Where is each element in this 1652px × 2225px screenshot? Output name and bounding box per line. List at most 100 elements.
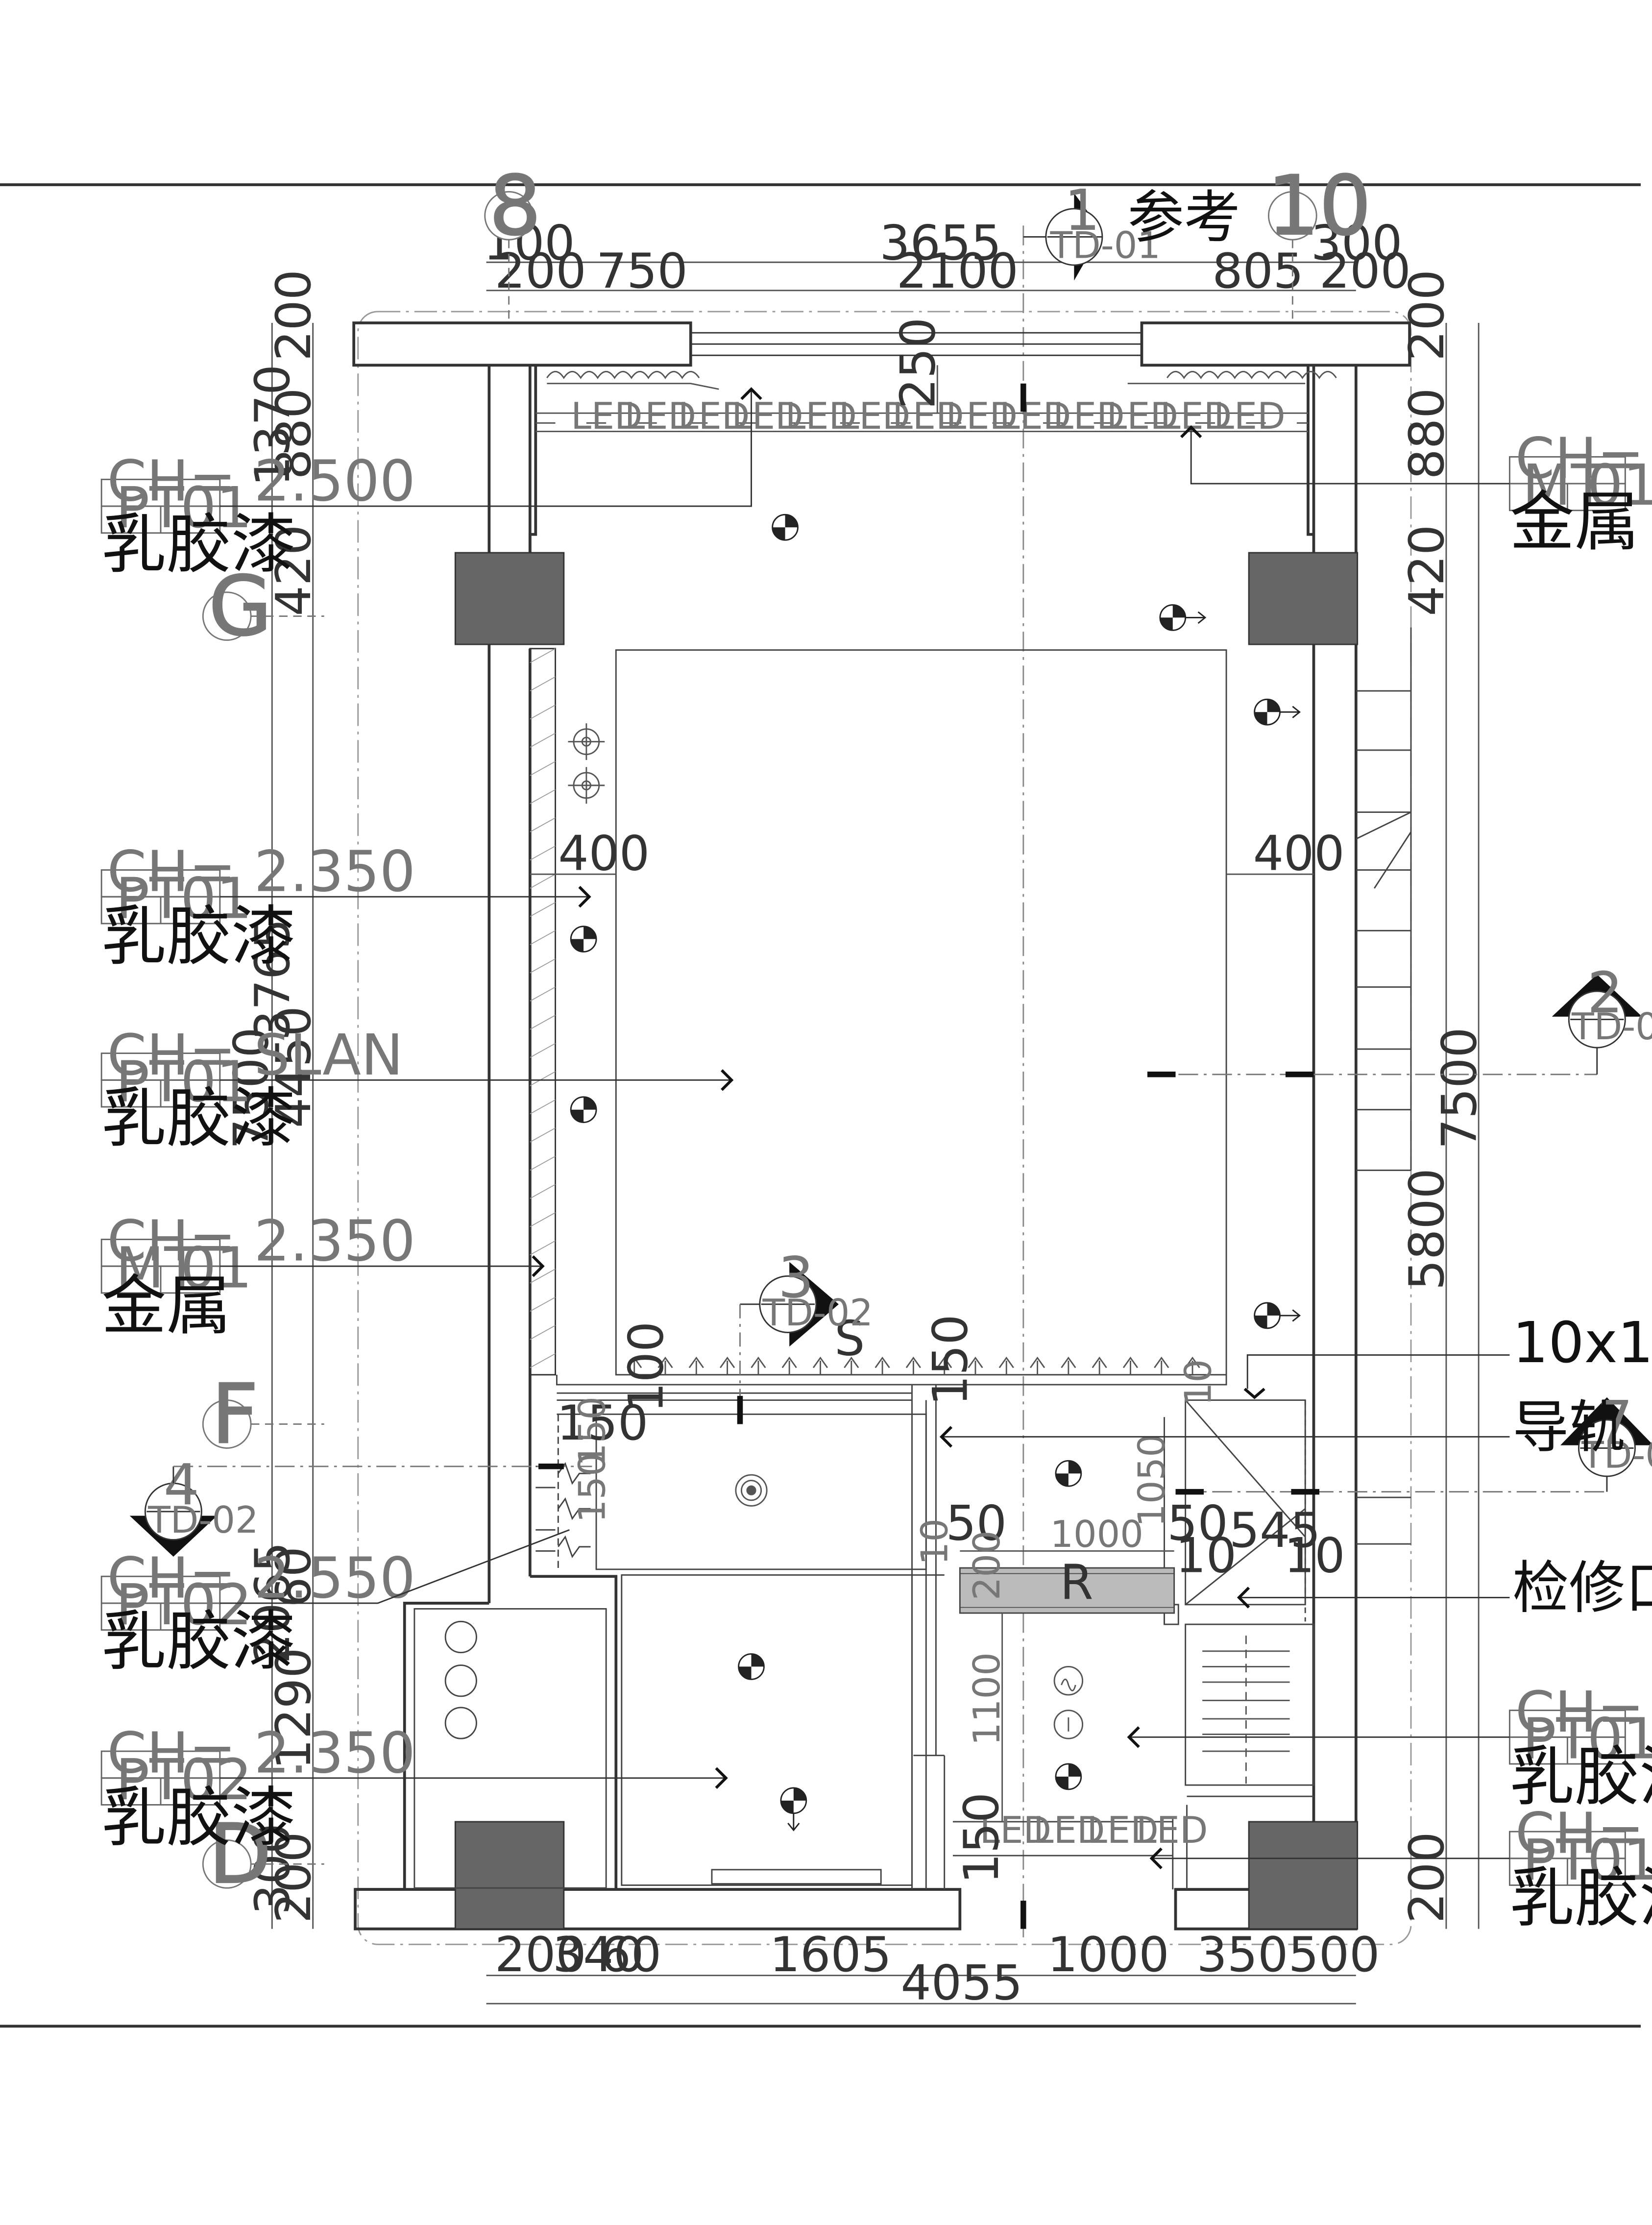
material-tag-right-2: CH= 2.350 PT 01 乳胶漆 — [1127, 1680, 1652, 1815]
dim-text: 200 — [1319, 244, 1411, 299]
column-bottom-right — [1248, 1821, 1359, 1930]
ceiling-recess — [556, 649, 1227, 1401]
svg-text:01: 01 — [180, 1049, 252, 1115]
top-wall-right — [1140, 321, 1411, 367]
led-label: LED — [1136, 1809, 1208, 1852]
svg-text:PT: PT — [116, 866, 184, 931]
right-grille — [1127, 370, 1337, 385]
dim-text: 545 — [1229, 1503, 1321, 1559]
led-label: LED — [1053, 395, 1125, 438]
dim-text: 150 — [954, 1792, 1010, 1884]
dim-text: 300 — [1311, 215, 1403, 271]
led-label: LED — [731, 395, 803, 438]
downlight-icon — [780, 1787, 807, 1832]
dim-text: 150 — [923, 1314, 979, 1406]
dim-text: 1100 — [966, 1652, 1008, 1745]
led-label: LED — [892, 395, 964, 438]
svg-text:4: 4 — [164, 1452, 199, 1518]
left-grille — [546, 370, 719, 390]
right-dimensions: 200 880 420 7500 5800 200 — [1399, 269, 1487, 1923]
section-mark-2: 2 TD-01 — [1147, 960, 1652, 1077]
smoke-detector-icon — [1053, 1710, 1084, 1739]
top-dimensions: 100 3655 300 200 750 2100 805 200 — [484, 215, 1411, 299]
right-notes: 10x10凹缝 导轨 检修口 — [939, 1310, 1652, 1621]
material-tag-left-3: CH= SLAN PT 01 乳胶漆 — [100, 1023, 734, 1156]
dim-text: 420 — [266, 525, 322, 616]
section-mark-1: 1 TD-01 参考 — [1020, 178, 1240, 1929]
r-grille-label: R — [1060, 1555, 1093, 1611]
section-mark-7: 7 TD-01 — [1175, 1389, 1652, 1495]
sheet-borders — [0, 183, 1641, 2028]
exhaust-fan-icon — [735, 1474, 768, 1507]
svg-text:乳胶漆: 乳胶漆 — [101, 1604, 296, 1680]
dim-text: 100 — [618, 1321, 674, 1413]
dimension-lines — [271, 261, 1480, 2005]
dim-text: 200 — [495, 1927, 586, 1983]
return-air-grille: R — [959, 1555, 1175, 1614]
reference-note: 参考 — [1128, 185, 1240, 250]
svg-text:CH= 2.350: CH= 2.350 — [107, 1209, 415, 1274]
svg-text:01: 01 — [1587, 1706, 1652, 1772]
dim-text: 2100 — [897, 244, 1019, 299]
svg-text:CH= 2.550: CH= 2.550 — [1515, 1801, 1652, 1866]
dim-text: 150 — [557, 1395, 648, 1451]
dim-text: 880 — [266, 388, 322, 480]
dim-text: 1000 — [1047, 1927, 1169, 1983]
material-tag-left-2: CH= 2.350 PT 01 乳胶漆 — [100, 839, 591, 975]
svg-text:MT: MT — [116, 1235, 199, 1301]
dim-text: 200 — [966, 1530, 1008, 1600]
svg-text:CH= SLAN: CH= SLAN — [107, 1023, 403, 1088]
dim-text: 10 — [1176, 1528, 1237, 1584]
led-label: LED — [946, 395, 1018, 438]
dim-text: 1000 — [1050, 1513, 1143, 1556]
svg-text:2: 2 — [1587, 960, 1623, 1026]
svg-text:3: 3 — [778, 1245, 814, 1311]
svg-text:CH= 2.350: CH= 2.350 — [107, 839, 415, 905]
led-label: LED — [625, 395, 697, 438]
grid-bubble-F: F — [202, 1366, 324, 1463]
dim-text: 4055 — [900, 1956, 1022, 2011]
dim-text: 500 — [1288, 1927, 1380, 1983]
column-bottom-left — [454, 1821, 565, 1930]
led-label: LED — [785, 395, 857, 438]
dim-text: 150 — [571, 1396, 613, 1467]
material-tag-left-4: CH= 2.350 MT 01 金属 — [100, 1209, 545, 1344]
right-stairs — [1356, 627, 1412, 1545]
dim-text: 7500 — [1432, 1027, 1487, 1149]
material-tag-right-3: CH= 2.550 PT 01 乳胶漆 — [1149, 1801, 1652, 1936]
svg-text:01: 01 — [1587, 1828, 1652, 1893]
diffuser-arrows — [627, 1356, 1200, 1375]
svg-text:乳胶漆: 乳胶漆 — [1509, 1860, 1652, 1936]
svg-text:金属: 金属 — [1509, 485, 1639, 560]
svg-text:乳胶漆: 乳胶漆 — [101, 507, 296, 583]
svg-text:乳胶漆: 乳胶漆 — [101, 899, 296, 975]
dim-text: 420 — [1399, 525, 1455, 616]
dim-text: 750 — [596, 244, 688, 299]
dim-text: 10 — [1284, 1528, 1345, 1584]
svg-text:乳胶漆: 乳胶漆 — [1509, 1739, 1652, 1815]
dim-text: 60 — [266, 1546, 322, 1607]
downlight-icon — [570, 926, 597, 953]
led-label: LED — [1087, 1809, 1159, 1852]
svg-text:02: 02 — [180, 1572, 252, 1638]
dim-text: 1370 — [245, 365, 301, 487]
dim-text: 200 — [1399, 269, 1455, 361]
led-label: LED — [980, 1809, 1052, 1852]
dim-text: 60 — [601, 1927, 661, 1983]
svg-text:01: 01 — [180, 1235, 252, 1301]
dim-text: 1050 — [1131, 1434, 1173, 1527]
dim-text: 5800 — [1399, 1168, 1455, 1290]
top-led-labels: LED LED LED LED LED LED LED LED LED LED … — [571, 395, 1285, 438]
svg-text:02: 02 — [180, 1747, 252, 1813]
svg-text:乳胶漆: 乳胶漆 — [101, 1081, 296, 1156]
svg-text:CH= 2.350: CH= 2.350 — [1515, 426, 1652, 492]
downlight-icon — [570, 1096, 597, 1124]
column-top-right — [1248, 552, 1359, 645]
downlight-icon — [1055, 1460, 1082, 1487]
downlight-icon — [772, 513, 799, 541]
svg-text:CH= 2.350: CH= 2.350 — [107, 1720, 415, 1786]
led-label: LED — [999, 395, 1071, 438]
led-label: LED — [839, 395, 911, 438]
svg-text:01: 01 — [180, 866, 252, 931]
bottom-dimensions: 200 340 60 1605 1000 350 500 4055 — [495, 1927, 1380, 2011]
